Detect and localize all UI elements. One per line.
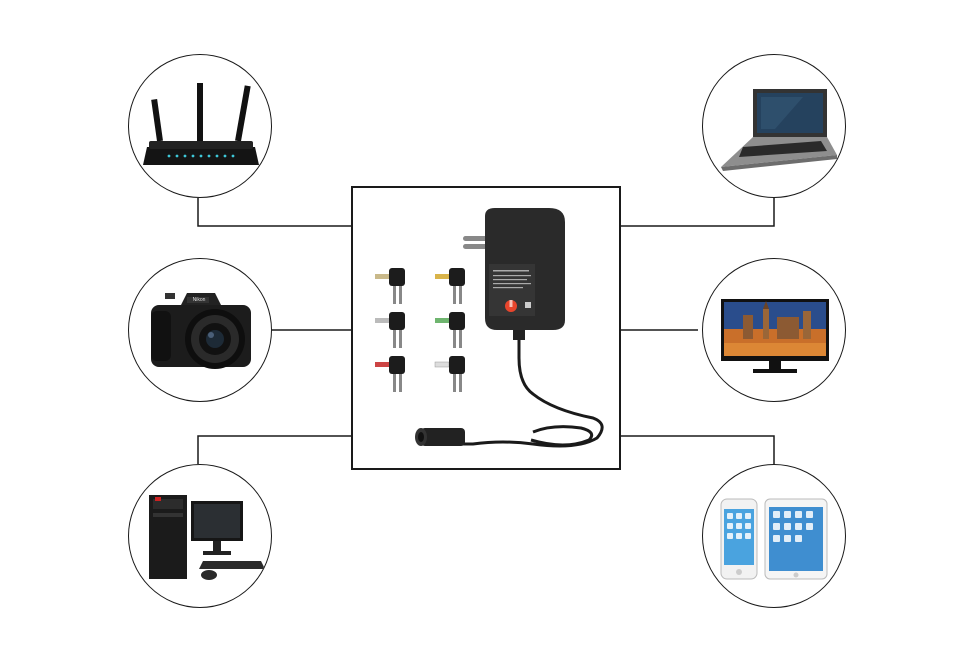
router-icon [143, 83, 259, 165]
line-desktop [197, 435, 351, 464]
tip-2 [435, 268, 465, 304]
adapter-box [351, 186, 621, 470]
tip-6 [434, 356, 465, 392]
camera-icon: Nikon [151, 293, 251, 369]
monitor-circle [702, 258, 846, 402]
dc-connector-tips-icon [375, 268, 465, 392]
tip-1 [375, 268, 405, 304]
tip-3 [375, 312, 405, 348]
line-laptop [621, 198, 775, 227]
plug-pin [463, 236, 489, 241]
line-phone [621, 435, 775, 464]
tv-monitor-icon [721, 299, 829, 373]
laptop-icon [721, 89, 837, 171]
camera-circle: Nikon [128, 258, 272, 402]
dc-barrel-jack [421, 428, 465, 446]
phone-tablet-icon [720, 498, 828, 580]
tip-4 [435, 312, 465, 348]
camera-brand-label: Nikon [193, 297, 206, 303]
desktop-computer-icon [149, 495, 265, 580]
desktop-circle [128, 464, 272, 608]
power-adapter-icon [375, 208, 604, 448]
dc-cable-icon [441, 330, 604, 448]
plug-pin [463, 244, 489, 249]
tip-5 [375, 356, 405, 392]
laptop-circle [702, 54, 846, 198]
line-router [197, 198, 351, 227]
router-circle [128, 54, 272, 198]
phone-tablet-circle [702, 464, 846, 608]
